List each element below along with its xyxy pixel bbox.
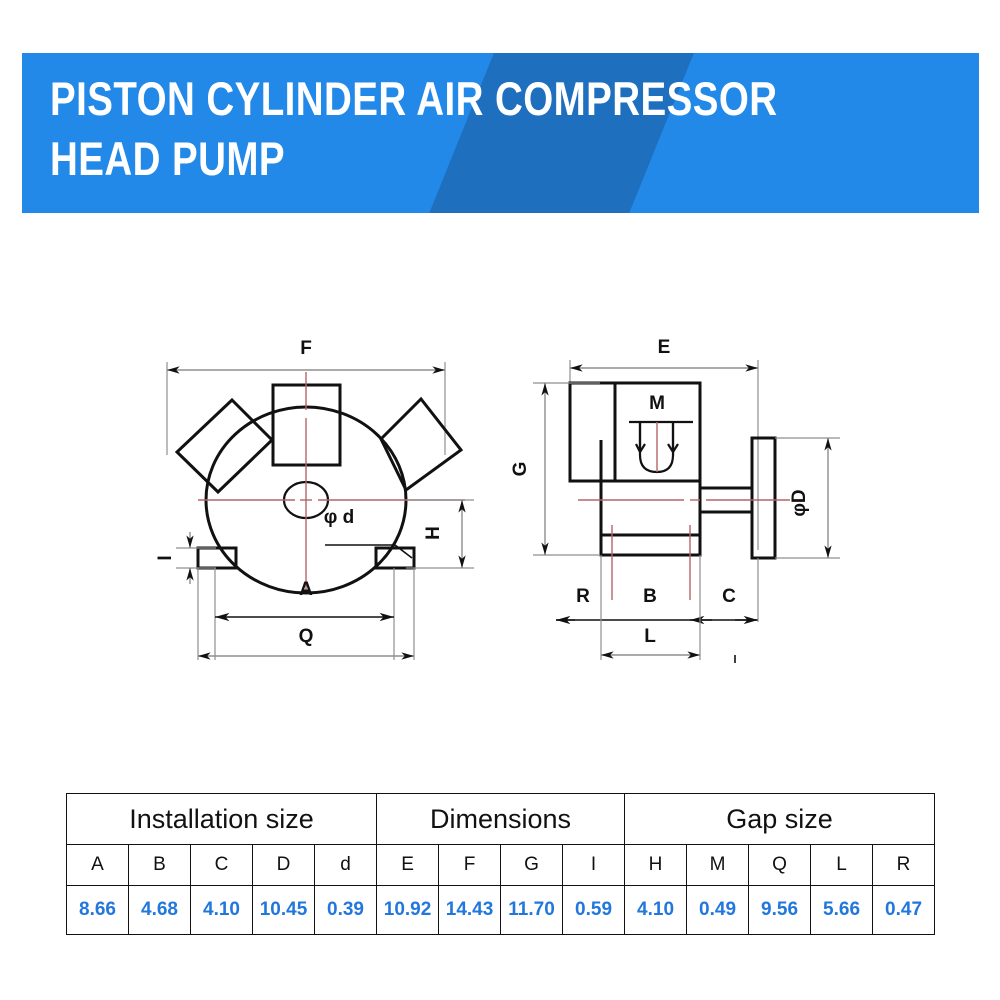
- dimension-E: E: [569, 337, 759, 550]
- label-E: E: [658, 337, 671, 358]
- group-header-gap-size: Gap size: [624, 793, 936, 845]
- table-letter-cell: F: [438, 844, 502, 886]
- table-value-cell: 4.10: [624, 885, 688, 935]
- dimension-bottom-chain: [556, 558, 759, 625]
- dimension-L: L: [600, 555, 701, 660]
- label-I: I: [155, 555, 176, 560]
- front-right-foot: [374, 546, 416, 570]
- group-header-dimensions: Dimensions: [376, 793, 626, 845]
- label-M: M: [649, 393, 665, 414]
- dimension-table: Installation size Dimensions Gap size A …: [65, 793, 936, 935]
- table-value-cell: 9.56: [748, 885, 812, 935]
- table-letter-cell: H: [624, 844, 688, 886]
- front-left-foot: [196, 546, 238, 570]
- label-F: F: [300, 338, 312, 359]
- table-letter-cell: G: [500, 844, 564, 886]
- side-view-group: E M φD: [510, 337, 840, 663]
- front-right-port: [379, 396, 464, 493]
- side-head-block: [568, 381, 702, 483]
- table-letter-cell: L: [810, 844, 874, 886]
- table-letter-cell: B: [128, 844, 191, 886]
- table-value-cell: 10.45: [252, 885, 315, 935]
- drawing-svg: .ol { fill:none; stroke:#111111; stroke-…: [155, 337, 840, 663]
- label-B: B: [643, 586, 657, 607]
- table-value-cell: 4.10: [190, 885, 253, 935]
- table-value-cell: 0.39: [313, 885, 378, 935]
- dimension-Q: Q: [197, 568, 415, 660]
- dimension-I: I: [155, 532, 216, 584]
- label-Q: Q: [299, 626, 314, 647]
- title-banner: PISTON CYLINDER AIR COMPRESSOR HEAD PUMP: [22, 53, 979, 213]
- label-R: R: [576, 586, 590, 607]
- front-left-port: [174, 397, 275, 495]
- table-letter-cell: I: [562, 844, 626, 886]
- dimension-phi-D: [775, 437, 840, 559]
- table-value-cell: 10.92: [376, 885, 440, 935]
- label-C: C: [722, 586, 736, 607]
- table-value-cell: 4.68: [128, 885, 191, 935]
- dimension-G: G: [510, 382, 600, 556]
- table-letter-cell: A: [66, 844, 129, 886]
- phi-d-leader: [325, 544, 413, 559]
- technical-drawing: .ol { fill:none; stroke:#111111; stroke-…: [0, 300, 1000, 700]
- label-phi-D: φD: [789, 489, 810, 516]
- front-top-port: [271, 383, 342, 467]
- label-A: A: [299, 579, 313, 600]
- table-letter-cell: E: [376, 844, 440, 886]
- front-view-group: F φ d A: [155, 338, 474, 660]
- dimension-F: F: [166, 338, 446, 455]
- table-value-cell: 11.70: [500, 885, 564, 935]
- table-value-row: 8.66 4.68 4.10 10.45 0.39 10.92 14.43 11…: [66, 885, 936, 935]
- group-header-installation-size: Installation size: [65, 793, 378, 845]
- table-letter-row: A B C D d E F G I H M Q L R: [66, 844, 936, 886]
- label-L: L: [644, 626, 656, 647]
- table-value-cell: 14.43: [438, 885, 502, 935]
- side-M-bore-detail: M: [629, 393, 693, 474]
- label-H: H: [423, 526, 444, 540]
- table-group-row: Installation size Dimensions Gap size: [65, 793, 936, 845]
- table-value-cell: 0.47: [872, 885, 936, 935]
- table-value-cell: 0.49: [686, 885, 750, 935]
- table-letter-cell: R: [872, 844, 936, 886]
- side-foot-plate: [599, 533, 702, 557]
- table-letter-cell: M: [686, 844, 750, 886]
- table-letter-cell: C: [190, 844, 253, 886]
- dimension-H: H: [406, 499, 474, 569]
- table-letter-cell: D: [252, 844, 315, 886]
- table-letter-cell: Q: [748, 844, 812, 886]
- page-title: PISTON CYLINDER AIR COMPRESSOR HEAD PUMP: [50, 72, 778, 185]
- label-G: G: [510, 462, 531, 477]
- side-pulley-disc: [750, 436, 777, 560]
- table-value-cell: 5.66: [810, 885, 874, 935]
- table-letter-cell: d: [313, 844, 378, 886]
- side-centerlines: [578, 422, 790, 600]
- table-value-cell: 0.59: [562, 885, 626, 935]
- table-value-cell: 8.66: [66, 885, 129, 935]
- label-phi-d: φ d: [324, 507, 354, 528]
